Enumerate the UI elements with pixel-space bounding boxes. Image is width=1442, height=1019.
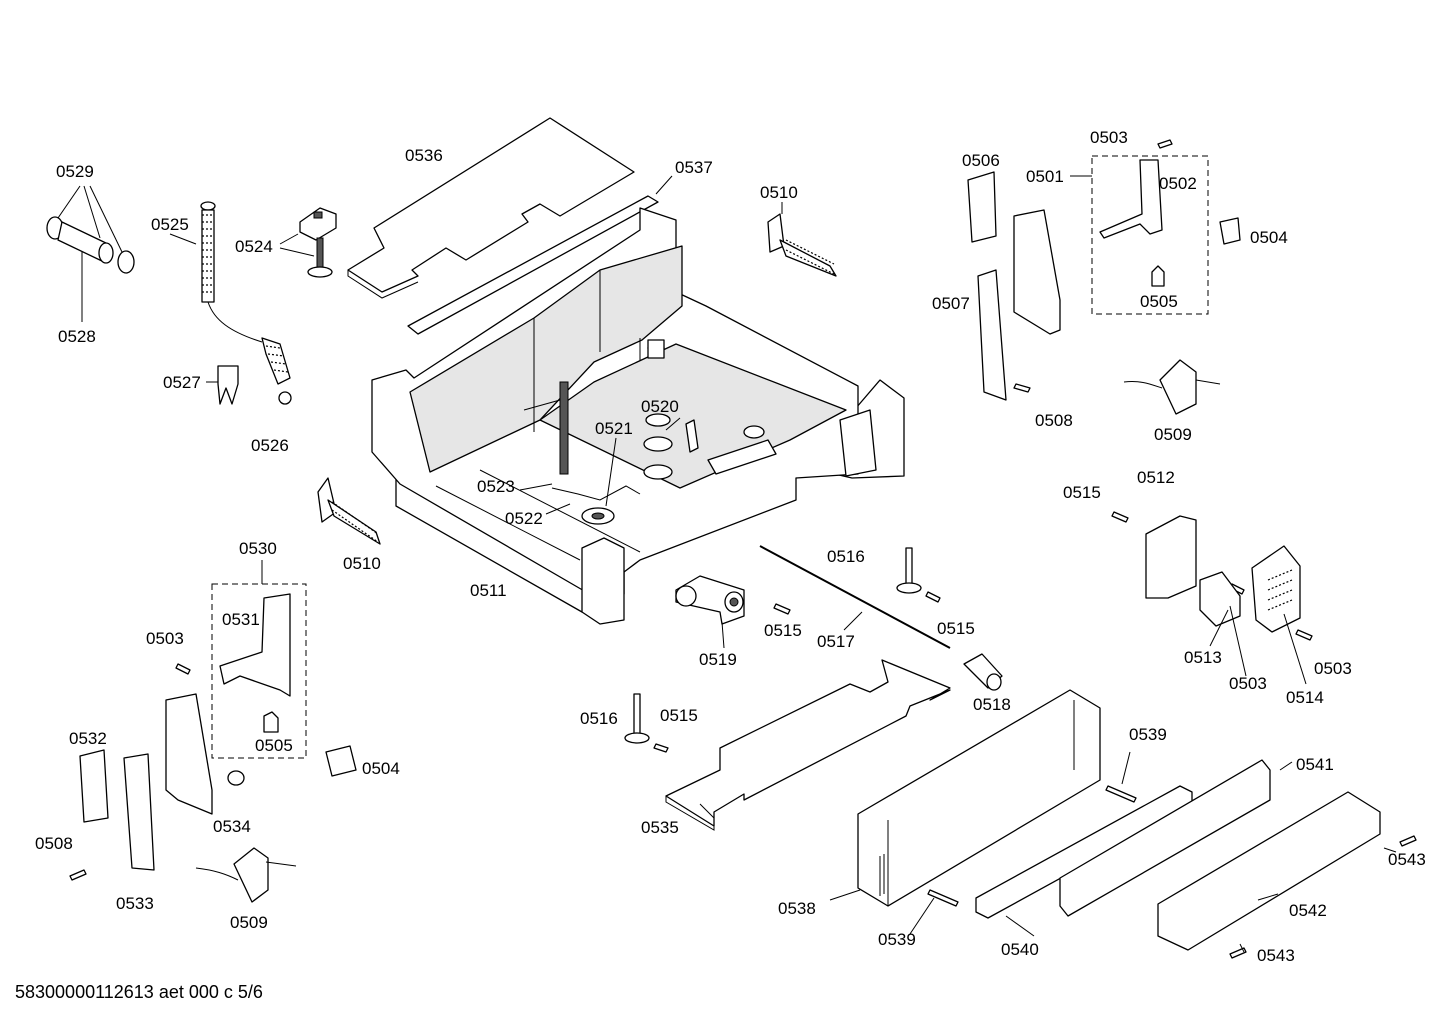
label-0508-right: 0508 <box>1035 411 1073 430</box>
label-0515-right: 0515 <box>1063 483 1101 502</box>
bracket-group-middle-right <box>1145 515 1301 633</box>
label-0516-top: 0516 <box>827 547 865 566</box>
bracket-group-right <box>967 155 1241 415</box>
clip-part <box>206 365 239 405</box>
label-0540: 0540 <box>1001 940 1039 959</box>
insulation-plate-part <box>347 117 635 299</box>
label-0539-bottom: 0539 <box>878 930 916 949</box>
label-0524: 0524 <box>235 237 273 256</box>
label-0541: 0541 <box>1296 755 1334 774</box>
base-tub-part <box>317 207 905 625</box>
label-0501: 0501 <box>1026 167 1064 186</box>
label-0505-right: 0505 <box>1140 292 1178 311</box>
label-0506: 0506 <box>962 151 1000 170</box>
label-0533: 0533 <box>116 894 154 913</box>
label-0509-right: 0509 <box>1154 425 1192 444</box>
label-0503-right-b: 0503 <box>1314 659 1352 678</box>
label-0532: 0532 <box>69 729 107 748</box>
label-0518: 0518 <box>973 695 1011 714</box>
bottom-plate-part <box>665 659 951 831</box>
hose-clamp-part <box>46 185 135 322</box>
label-0539-top: 0539 <box>1129 725 1167 744</box>
label-0543-right: 0543 <box>1388 850 1426 869</box>
drawing-reference-footer: 58300000112613 aet 000 c 5/6 <box>15 982 263 1002</box>
label-0517: 0517 <box>817 632 855 651</box>
label-0542: 0542 <box>1289 901 1327 920</box>
label-0510-bottom: 0510 <box>343 554 381 573</box>
screw-block-part <box>279 207 337 278</box>
label-0535: 0535 <box>641 818 679 837</box>
label-0531: 0531 <box>222 610 260 629</box>
label-0522: 0522 <box>505 509 543 528</box>
label-0512: 0512 <box>1137 468 1175 487</box>
label-0503-left: 0503 <box>146 629 184 648</box>
label-0521: 0521 <box>595 419 633 438</box>
label-0504-left: 0504 <box>362 759 400 778</box>
label-0523: 0523 <box>477 477 515 496</box>
label-0514: 0514 <box>1286 688 1324 707</box>
label-0511: 0511 <box>470 581 507 600</box>
rod-part <box>759 545 1003 691</box>
kickboard-assembly <box>829 689 1397 951</box>
label-0507: 0507 <box>932 294 970 313</box>
label-0525: 0525 <box>151 215 189 234</box>
label-0503-right-a: 0503 <box>1229 674 1267 693</box>
label-0504-right: 0504 <box>1250 228 1288 247</box>
label-0519: 0519 <box>699 650 737 669</box>
label-0516-bottom: 0516 <box>580 709 618 728</box>
label-0520: 0520 <box>641 397 679 416</box>
label-0537: 0537 <box>675 158 713 177</box>
seal-strip-part <box>407 175 673 335</box>
label-0536: 0536 <box>405 146 443 165</box>
label-0505-left: 0505 <box>255 736 293 755</box>
label-0515-mid: 0515 <box>764 621 802 640</box>
label-0526: 0526 <box>251 436 289 455</box>
label-0509-left: 0509 <box>230 913 268 932</box>
label-0508-left: 0508 <box>35 834 73 853</box>
spring-part <box>767 202 837 277</box>
bracket-group-left <box>79 583 357 903</box>
label-0530: 0530 <box>239 539 277 558</box>
label-0502: 0502 <box>1159 174 1197 193</box>
label-0513: 0513 <box>1184 648 1222 667</box>
label-0527: 0527 <box>163 373 201 392</box>
label-0515-mid-right: 0515 <box>937 619 975 638</box>
label-0503-top: 0503 <box>1090 128 1128 147</box>
screws-group <box>69 139 1417 959</box>
label-0538: 0538 <box>778 899 816 918</box>
label-0529: 0529 <box>56 162 94 181</box>
label-0510-top: 0510 <box>760 183 798 202</box>
valve-part <box>675 575 745 649</box>
label-0515-bottom: 0515 <box>660 706 698 725</box>
label-0528: 0528 <box>58 327 96 346</box>
label-0543-bottom: 0543 <box>1257 946 1295 965</box>
drain-hose-part <box>169 201 292 405</box>
label-0534: 0534 <box>213 817 251 836</box>
leader-lines <box>261 399 1307 953</box>
